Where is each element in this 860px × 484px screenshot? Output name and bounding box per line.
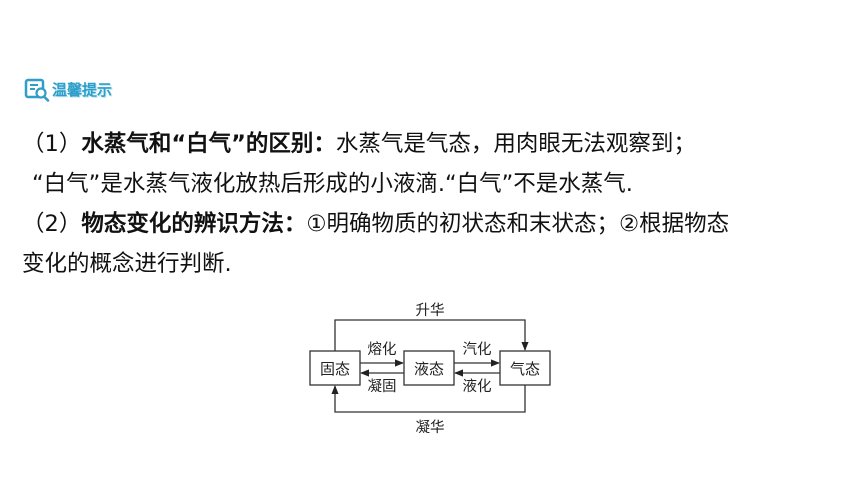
magnifier-document-icon xyxy=(24,78,50,102)
paragraph-2-title: 物态变化的辨识方法： xyxy=(81,211,307,237)
gas-state-box xyxy=(499,350,551,386)
gas-state-label: 气态 xyxy=(510,360,540,378)
paragraph-2-text: ①明确物质的初状态和末状态；②根据物态 xyxy=(306,211,730,237)
tip-badge: 温馨提示 xyxy=(24,76,112,102)
paragraph-2-line-1: （2）物态变化的辨识方法：①明确物质的初状态和末状态；②根据物态 xyxy=(22,204,842,244)
liquid-state-label: 液态 xyxy=(414,360,444,378)
body-text: （1）水蒸气和“白气”的区别：水蒸气是气态，用肉眼无法观察到； “白气”是水蒸气… xyxy=(22,124,842,284)
liquid-state-box xyxy=(403,350,455,386)
solidification-label: 凝固 xyxy=(368,378,397,395)
paragraph-1-line-1: （1）水蒸气和“白气”的区别：水蒸气是气态，用肉眼无法观察到； xyxy=(22,124,842,164)
deposition-arrow xyxy=(331,385,526,413)
vaporization-label: 汽化 xyxy=(463,341,492,358)
paragraph-1-number: （1） xyxy=(22,131,82,157)
paragraph-1-title: 水蒸气和“白气”的区别： xyxy=(81,131,336,157)
liquefaction-label: 液化 xyxy=(463,378,492,395)
melting-label: 熔化 xyxy=(368,341,397,358)
sublimation-arrow xyxy=(334,319,529,351)
solid-state-box xyxy=(309,350,361,386)
paragraph-2-number: （2） xyxy=(22,211,82,237)
paragraph-1-line-2: “白气”是水蒸气液化放热后形成的小液滴.“白气”不是水蒸气. xyxy=(32,171,633,197)
paragraph-1-text: 水蒸气是气态，用肉眼无法观察到； xyxy=(335,131,696,157)
tip-label: 温馨提示 xyxy=(52,80,113,99)
sublimation-label: 升华 xyxy=(416,302,445,319)
deposition-label: 凝华 xyxy=(416,419,445,436)
paragraph-2-line-2: 变化的概念进行判断. xyxy=(22,251,232,277)
solid-state-label: 固态 xyxy=(320,360,350,378)
